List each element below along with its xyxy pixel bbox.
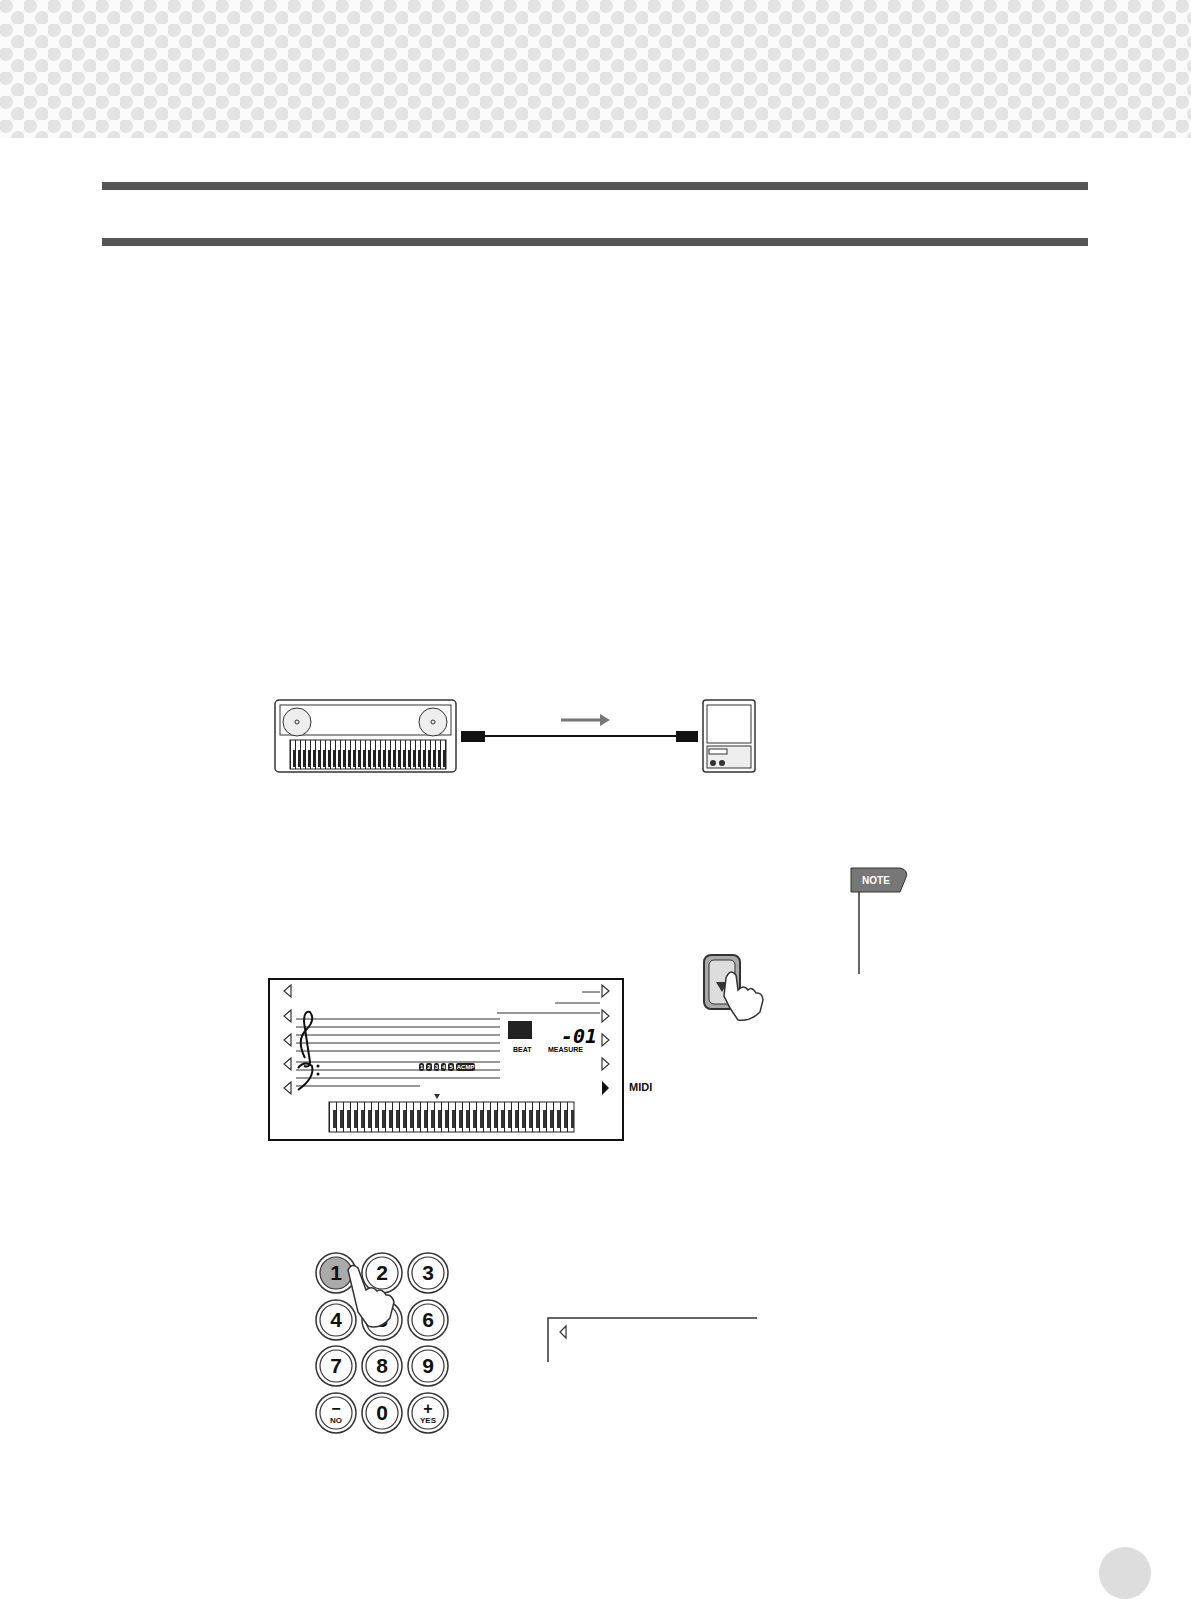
track-number: 3 bbox=[434, 1063, 439, 1071]
key-face bbox=[320, 1304, 352, 1336]
note-word: NOTE bbox=[862, 875, 890, 886]
key-symbol: 1 bbox=[330, 1262, 342, 1284]
keypad-key: 0 bbox=[366, 1397, 398, 1429]
track-number: 2 bbox=[426, 1063, 431, 1071]
keypad-key: +YES bbox=[412, 1397, 444, 1429]
key-symbol: 2 bbox=[376, 1262, 388, 1284]
key-face bbox=[366, 1350, 398, 1382]
key-symbol: 8 bbox=[376, 1355, 388, 1377]
key-symbol: 9 bbox=[422, 1355, 434, 1377]
keypad-key: 1 bbox=[320, 1257, 352, 1289]
key-symbol: − bbox=[331, 1402, 340, 1416]
key-symbol: 4 bbox=[330, 1309, 342, 1331]
key-face bbox=[412, 1257, 444, 1289]
key-face bbox=[412, 1397, 444, 1429]
key-rim bbox=[316, 1346, 356, 1386]
key-symbol: + bbox=[423, 1402, 432, 1416]
display-caption: MEASURE bbox=[548, 1046, 583, 1053]
key-rim bbox=[316, 1393, 356, 1433]
note-tag: NOTE bbox=[851, 868, 901, 892]
key-face bbox=[366, 1397, 398, 1429]
key-face bbox=[320, 1350, 352, 1382]
display-caption: BEAT bbox=[513, 1046, 532, 1053]
keypad-key: −NO bbox=[320, 1397, 352, 1429]
key-rim bbox=[362, 1346, 402, 1386]
keypad-key: 7 bbox=[320, 1350, 352, 1382]
key-face bbox=[320, 1257, 352, 1289]
key-rim bbox=[408, 1346, 448, 1386]
midi-label: MIDI bbox=[629, 1081, 652, 1093]
track-number: 1 bbox=[419, 1063, 424, 1071]
key-face bbox=[412, 1304, 444, 1336]
key-symbol: 6 bbox=[422, 1309, 434, 1331]
key-rim bbox=[408, 1253, 448, 1293]
key-rim bbox=[408, 1300, 448, 1340]
lcd-display: -01BEAT MEASURE bbox=[269, 979, 623, 1140]
key-rim bbox=[362, 1253, 402, 1293]
keypad-key: 8 bbox=[366, 1350, 398, 1382]
key-rim bbox=[362, 1393, 402, 1433]
key-rim bbox=[408, 1393, 448, 1433]
key-face bbox=[320, 1397, 352, 1429]
keypad-key: 3 bbox=[412, 1257, 444, 1289]
track-number: 4 bbox=[441, 1063, 446, 1071]
keypad-key: 4 bbox=[320, 1304, 352, 1336]
key-word: NO bbox=[330, 1416, 342, 1425]
track-number: 5 bbox=[448, 1063, 453, 1071]
key-symbol: 0 bbox=[376, 1402, 388, 1424]
track-number: ACMP bbox=[456, 1063, 476, 1071]
measure-readout: -01 bbox=[561, 1026, 597, 1046]
keypad-key: 9 bbox=[412, 1350, 444, 1382]
key-symbol: 3 bbox=[422, 1262, 434, 1284]
key-word: YES bbox=[420, 1416, 436, 1425]
keypad-key: 2 bbox=[366, 1257, 398, 1289]
key-symbol: 7 bbox=[330, 1355, 342, 1377]
key-rim bbox=[316, 1300, 356, 1340]
key-face bbox=[366, 1257, 398, 1289]
key-face bbox=[412, 1350, 444, 1382]
keypad-key: 6 bbox=[412, 1304, 444, 1336]
